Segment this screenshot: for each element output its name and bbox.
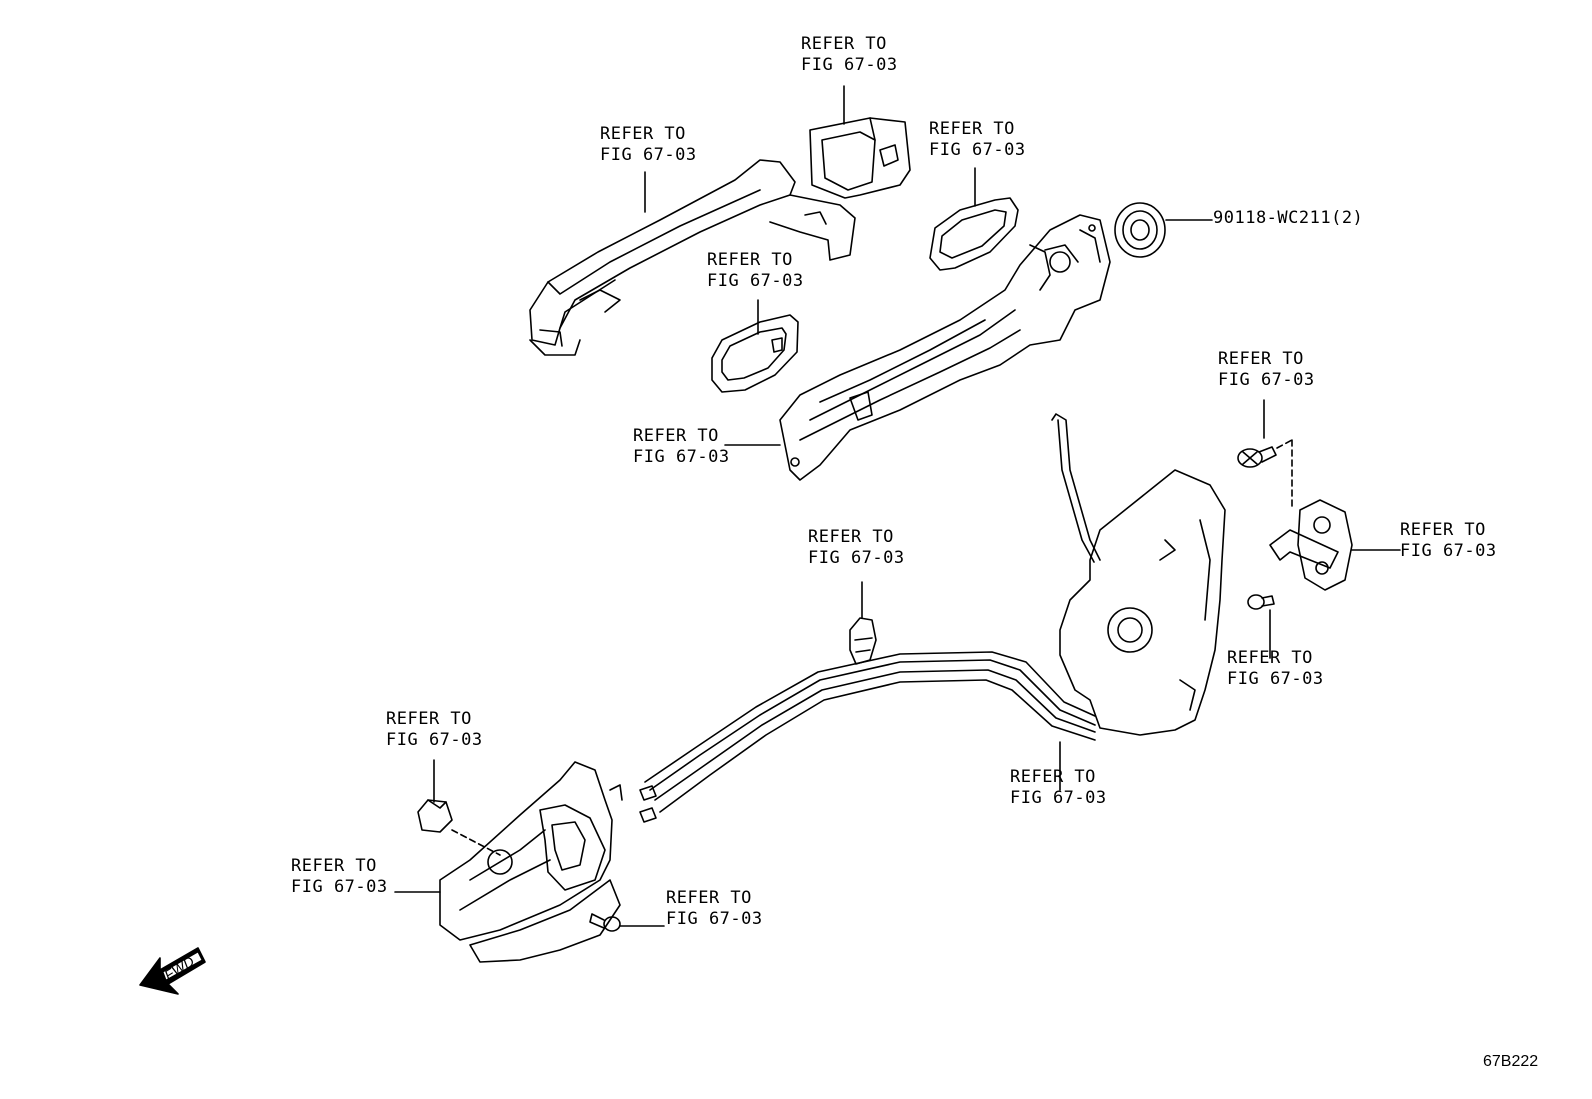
figure-id: 67B222 [1483, 1053, 1539, 1070]
gasket-lower-drawing [711, 314, 799, 393]
callout-line2: FIG 67-03 [808, 548, 905, 568]
callout-line1: REFER TO [1227, 648, 1313, 668]
callout-refer-gasket-right: REFER TO FIG 67-03 [929, 119, 1026, 161]
callout-line2: FIG 67-03 [600, 145, 697, 165]
grommet-drawing [1114, 202, 1166, 258]
callout-refer-inner-handle: REFER TO FIG 67-03 [291, 856, 388, 898]
dashed-leader [1276, 439, 1293, 449]
outside-handle-drawing [529, 159, 856, 356]
callout-refer-striker-bolt: REFER TO FIG 67-03 [1227, 648, 1324, 690]
fwd-label: FWD [161, 953, 197, 983]
callout-refer-inner-clip: REFER TO FIG 67-03 [386, 709, 483, 751]
fwd-label-wrapper: FWD [161, 953, 197, 983]
callout-line1: REFER TO [1010, 767, 1096, 787]
callout-line1: REFER TO [291, 856, 377, 876]
cable-clip-drawing [849, 617, 877, 665]
part-number-label: 90118-WC211(2) [1213, 208, 1364, 228]
callout-line2: FIG 67-03 [386, 730, 483, 750]
dashed-leader [451, 829, 501, 856]
callout-line2: FIG 67-03 [707, 271, 804, 291]
gasket-upper-drawing [929, 197, 1019, 271]
callout-refer-gasket-left: REFER TO FIG 67-03 [707, 250, 804, 292]
callout-line2: FIG 67-03 [633, 447, 730, 467]
callout-line1: REFER TO [600, 124, 686, 144]
callout-line2: FIG 67-03 [1218, 370, 1315, 390]
callout-line1: REFER TO [808, 527, 894, 547]
inner-screw-drawing [589, 913, 621, 932]
striker-bolt-drawing [1247, 594, 1275, 610]
callout-line1: REFER TO [1400, 520, 1486, 540]
callout-refer-handle-left: REFER TO FIG 67-03 [600, 124, 697, 166]
callout-line1: REFER TO [1218, 349, 1304, 369]
callout-refer-inner-screw: REFER TO FIG 67-03 [666, 888, 763, 930]
lock-cables-drawing [639, 651, 1096, 823]
callout-line2: FIG 67-03 [801, 55, 898, 75]
callout-refer-lock-cable: REFER TO FIG 67-03 [1010, 767, 1107, 809]
callout-line2: FIG 67-03 [1010, 788, 1107, 808]
callout-line2: FIG 67-03 [666, 909, 763, 929]
callout-line2: FIG 67-03 [1400, 541, 1497, 561]
inner-handle-drawing [439, 761, 623, 963]
callout-line2: FIG 67-03 [1227, 669, 1324, 689]
callout-line1: REFER TO [929, 119, 1015, 139]
callout-refer-top-center: REFER TO FIG 67-03 [801, 34, 898, 76]
callout-refer-striker-screw: REFER TO FIG 67-03 [1218, 349, 1315, 391]
callout-line2: FIG 67-03 [929, 140, 1026, 160]
striker-drawing [1269, 499, 1353, 591]
inner-clip-drawing [417, 799, 453, 833]
callout-line1: REFER TO [633, 426, 719, 446]
callout-line2: FIG 67-03 [291, 877, 388, 897]
callout-line1: REFER TO [666, 888, 752, 908]
handle-cap-drawing [809, 117, 911, 199]
handle-frame-drawing [779, 214, 1111, 481]
callout-line1: REFER TO [386, 709, 472, 729]
fwd-arrow-icon [139, 947, 206, 995]
callout-line1: REFER TO [707, 250, 793, 270]
callout-line1: REFER TO [801, 34, 887, 54]
callout-refer-frame: REFER TO FIG 67-03 [633, 426, 730, 468]
callout-refer-striker: REFER TO FIG 67-03 [1400, 520, 1497, 562]
striker-screw-drawing [1237, 446, 1277, 468]
lock-assembly-drawing [1051, 413, 1226, 736]
callout-refer-cable-clip: REFER TO FIG 67-03 [808, 527, 905, 569]
